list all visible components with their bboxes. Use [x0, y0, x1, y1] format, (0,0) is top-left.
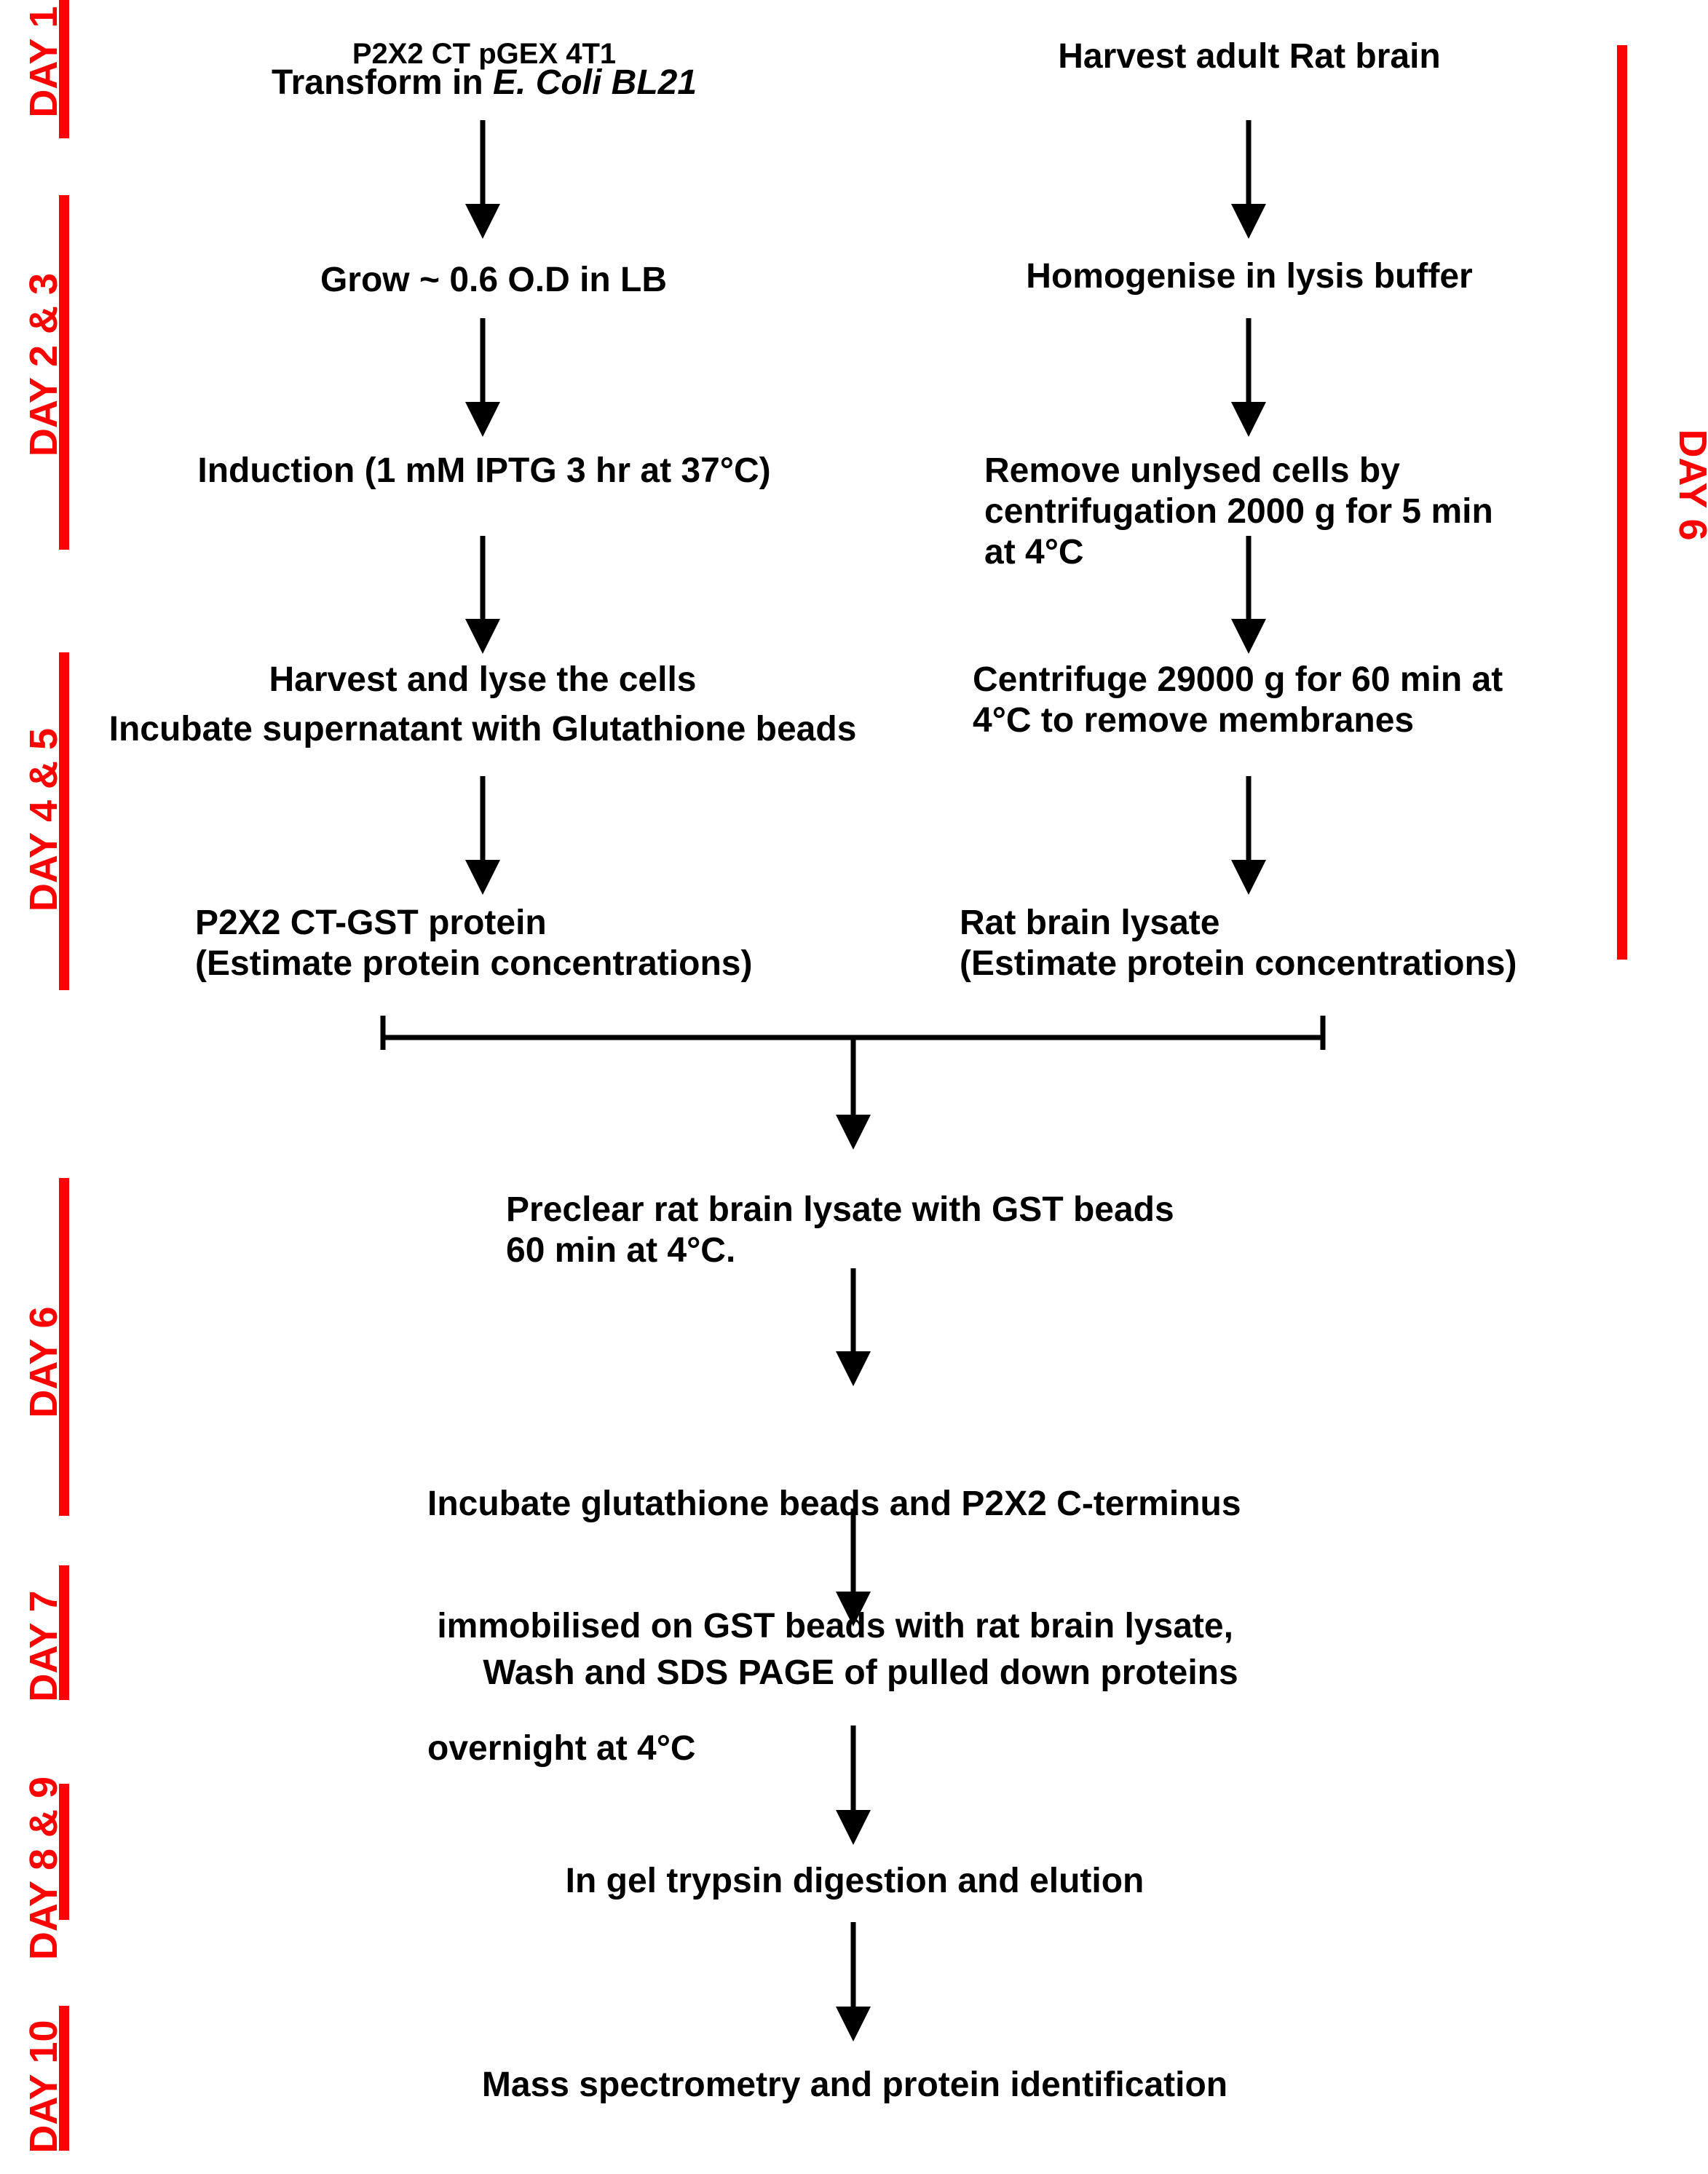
step-mass-spec: Mass spectrometry and protein identifica… [481, 2066, 1228, 2104]
arrow-left-1 [465, 120, 500, 239]
step-preclear-line1: Preclear rat brain lysate with GST beads [506, 1190, 1174, 1229]
step-preclear: Preclear rat brain lysate with GST beads… [506, 1190, 1174, 1271]
arrow-right-2 [1231, 318, 1266, 437]
step-gst-protein: P2X2 CT-GST protein (Estimate protein co… [195, 903, 752, 984]
step-harvest-brain: Harvest adult Rat brain [1058, 37, 1441, 76]
step-gst-protein-line1: P2X2 CT-GST protein [195, 904, 547, 942]
arrow-center-3 [836, 1509, 871, 1626]
step-remove-unlysed: Remove unlysed cells by centrifugation 2… [984, 451, 1493, 573]
transform-prefix: Transform in [271, 63, 493, 102]
arrow-center-4 [836, 1726, 871, 1845]
step-harvest-lyse-line2: Incubate supernatant with Glutathione be… [108, 710, 857, 748]
step-incubate: Incubate glutathione beads and P2X2 C-te… [427, 1402, 1241, 1810]
step-construct: P2X2 CT pGEX 4T1 [352, 38, 617, 70]
step-brain-lysate-line2: (Estimate protein concentrations) [960, 944, 1517, 983]
step-centrifuge-line2: 4°C to remove membranes [973, 701, 1415, 740]
arrow-center-5 [836, 1922, 871, 2041]
day-label-4-5: DAY 4 & 5 [22, 727, 66, 912]
step-centrifuge-line1: Centrifuge 29000 g for 60 min at [973, 660, 1503, 699]
day-label-8-9: DAY 8 & 9 [22, 1776, 66, 1961]
day-label-7: DAY 7 [22, 1590, 66, 1702]
day-bars [59, 0, 1627, 2151]
step-homogenise: Homogenise in lysis buffer [1026, 257, 1473, 296]
step-remove-unlysed-line2: centrifugation 2000 g for 5 min [984, 492, 1493, 531]
transform-species: E. Coli BL21 [493, 63, 697, 102]
step-remove-unlysed-line1: Remove unlysed cells by [984, 451, 1400, 490]
step-incubate-line2: immobilised on GST beads with rat brain … [427, 1607, 1233, 1645]
step-preclear-line2: 60 min at 4°C. [506, 1231, 736, 1270]
step-brain-lysate-line1: Rat brain lysate [960, 904, 1220, 942]
step-gst-protein-line2: (Estimate protein concentrations) [195, 944, 753, 983]
step-remove-unlysed-line3: at 4°C [984, 533, 1084, 572]
step-wash-sds: Wash and SDS PAGE of pulled down protein… [483, 1653, 1238, 1692]
step-transform: Transform in E. Coli BL21 [272, 63, 697, 103]
day-label-10: DAY 10 [22, 2020, 66, 2154]
arrow-center-1 [836, 1037, 871, 1150]
step-induction: Induction (1 mM IPTG 3 hr at 37°C) [197, 451, 771, 490]
step-centrifuge: Centrifuge 29000 g for 60 min at 4°C to … [973, 660, 1503, 741]
day-label-2-3: DAY 2 & 3 [22, 272, 66, 457]
arrow-left-3 [465, 536, 500, 654]
step-incubate-line3: overnight at 4°C [427, 1729, 696, 1768]
arrow-left-4 [465, 776, 500, 895]
step-trypsin: In gel trypsin digestion and elution [565, 1862, 1144, 1900]
step-harvest-lyse: Harvest and lyse the cells Incubate supe… [109, 660, 857, 750]
day-label-1: DAY 1 [22, 6, 66, 118]
step-brain-lysate: Rat brain lysate (Estimate protein conce… [960, 903, 1517, 984]
step-harvest-lyse-line1: Harvest and lyse the cells [269, 660, 697, 699]
day-label-6-left: DAY 6 [22, 1306, 66, 1418]
step-grow: Grow ~ 0.6 O.D in LB [320, 261, 668, 299]
step-incubate-line1: Incubate glutathione beads and P2X2 C-te… [427, 1485, 1241, 1523]
arrow-right-3 [1231, 536, 1266, 654]
arrow-right-4 [1231, 776, 1266, 895]
arrow-right-1 [1231, 120, 1266, 239]
arrow-center-2 [836, 1268, 871, 1386]
arrow-left-2 [465, 318, 500, 437]
day-label-6-right: DAY 6 [1671, 429, 1708, 540]
arrows [380, 120, 1326, 2041]
